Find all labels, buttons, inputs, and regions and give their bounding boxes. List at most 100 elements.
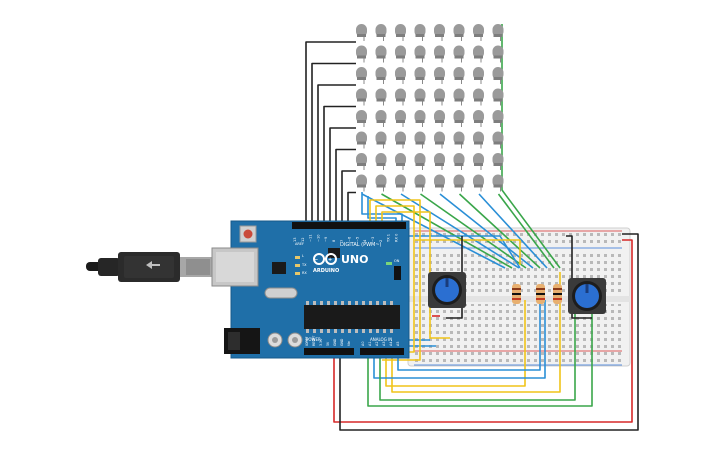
tx-label: TX	[301, 263, 307, 267]
led	[414, 88, 426, 106]
led	[395, 88, 406, 106]
digital-pin-label: 2	[379, 240, 383, 242]
digital-label: DIGITAL (PWM~)	[340, 242, 382, 248]
led	[453, 131, 465, 149]
led	[434, 24, 445, 41]
led	[434, 153, 445, 170]
led	[395, 174, 406, 192]
analog-pin-label: A1	[368, 342, 372, 346]
led	[395, 110, 406, 127]
analog-pin-label: A5	[396, 342, 400, 346]
digital-pin-label: ~5	[355, 237, 359, 242]
digital-pin-label: ~10	[316, 234, 320, 242]
digital-pin-label: 4	[363, 239, 367, 242]
led	[375, 45, 387, 63]
led	[356, 24, 367, 41]
led	[414, 24, 426, 41]
digital-pin-label: TX 1	[387, 234, 391, 243]
yellow-wires	[369, 199, 561, 393]
power-header	[304, 348, 354, 355]
led	[395, 67, 406, 84]
digital-pin-label: 13	[293, 237, 297, 242]
digital-pin-label: ~9	[324, 236, 328, 242]
led	[473, 67, 484, 84]
power-wire-5v	[333, 239, 633, 423]
led	[492, 24, 504, 41]
led	[492, 67, 504, 84]
potentiometer-left[interactable]	[428, 272, 466, 308]
analog-pin-label: A0	[361, 342, 365, 346]
led	[356, 45, 367, 63]
led	[492, 45, 504, 63]
reset-button	[243, 229, 253, 239]
l-label: L	[302, 254, 304, 258]
led	[375, 110, 387, 127]
ground-wire	[339, 233, 639, 431]
analog-pin-label: A4	[389, 342, 393, 346]
led	[375, 153, 387, 170]
power-pin-label: GND	[333, 338, 337, 346]
potentiometer-right[interactable]	[568, 278, 606, 314]
digital-pin-label: ~11	[309, 234, 313, 242]
led	[473, 24, 484, 41]
digital-pin-label: ~3	[371, 237, 375, 242]
digital-pin-label: ~6	[348, 236, 352, 242]
atmega-chip	[304, 305, 400, 329]
led	[434, 110, 445, 127]
digital-pin-label: 8	[332, 239, 336, 242]
pot-ground-wire	[566, 235, 592, 319]
arduino-logo-text: ARDUINO	[313, 268, 339, 274]
led	[492, 110, 504, 127]
led	[395, 24, 406, 41]
power-pin-label: IOREF	[305, 336, 309, 346]
led	[395, 45, 406, 63]
led	[434, 45, 445, 63]
svg-text:−: −	[314, 257, 318, 263]
led-matrix	[356, 24, 504, 192]
led	[434, 67, 445, 84]
digital-header	[292, 222, 406, 229]
led	[414, 45, 426, 63]
led	[356, 153, 367, 170]
led	[434, 131, 445, 149]
led	[453, 45, 465, 63]
analog-pin-label: A3	[382, 342, 386, 346]
led	[356, 67, 367, 84]
power-pin-label: GND	[340, 338, 344, 346]
led	[356, 131, 367, 149]
power-pin-label: Vin	[347, 341, 351, 346]
rx-label: RX	[302, 271, 307, 275]
led	[473, 174, 484, 192]
analog-label: ANALOG IN	[370, 337, 392, 342]
led	[395, 153, 406, 170]
led	[414, 67, 426, 84]
board-model: UNO	[341, 253, 369, 266]
led	[414, 174, 426, 192]
led	[356, 88, 367, 106]
power-label: POWER	[306, 337, 321, 342]
on-label: ON	[394, 259, 400, 263]
analog-header	[360, 348, 404, 355]
led	[434, 174, 445, 192]
power-pin-label: 5V	[326, 341, 330, 346]
led	[414, 131, 426, 149]
analog-pin-label: A2	[375, 342, 379, 346]
aref-label: AREF	[295, 242, 304, 246]
led	[453, 24, 465, 41]
led	[453, 110, 465, 127]
digital-pin-label: 12	[301, 237, 305, 242]
led	[356, 174, 367, 192]
power-pin-label: 3.3V	[319, 338, 323, 346]
usb-cable-icon	[86, 252, 214, 282]
led	[492, 153, 504, 170]
led	[473, 110, 484, 127]
led	[434, 88, 445, 106]
led	[453, 88, 465, 106]
digital-pin-label: RX 0	[394, 233, 398, 242]
led	[473, 153, 484, 170]
